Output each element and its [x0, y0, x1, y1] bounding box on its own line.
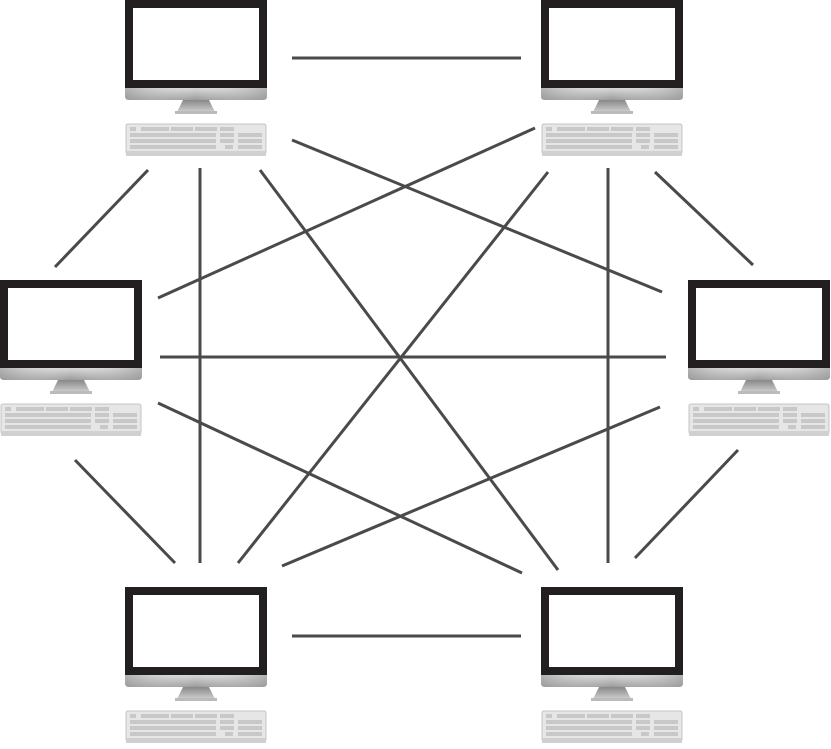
- computer-bottom-right-icon: [540, 586, 684, 744]
- link-middle-right-to-bottom-right: [633, 448, 740, 560]
- link-top-right-to-middle-right: [653, 170, 755, 267]
- link-top-left-to-middle-right: [291, 138, 663, 294]
- link-middle-left-to-bottom-right: [157, 401, 523, 575]
- link-top-left-to-bottom-right: [258, 169, 560, 571]
- link-middle-right-to-bottom-left: [281, 405, 661, 568]
- link-middle-left-to-bottom-left: [73, 458, 177, 565]
- links-layer: [53, 56, 755, 638]
- computer-top-right-icon: [540, 0, 684, 157]
- computer-top-left-icon: [124, 0, 268, 157]
- link-top-right-to-middle-left: [157, 126, 536, 300]
- link-top-right-to-bottom-left: [236, 171, 550, 564]
- computer-bottom-left-icon: [124, 586, 268, 744]
- computer-middle-left-icon: [0, 279, 143, 437]
- link-top-left-to-middle-left: [53, 168, 150, 269]
- computer-middle-right-icon: [687, 279, 831, 437]
